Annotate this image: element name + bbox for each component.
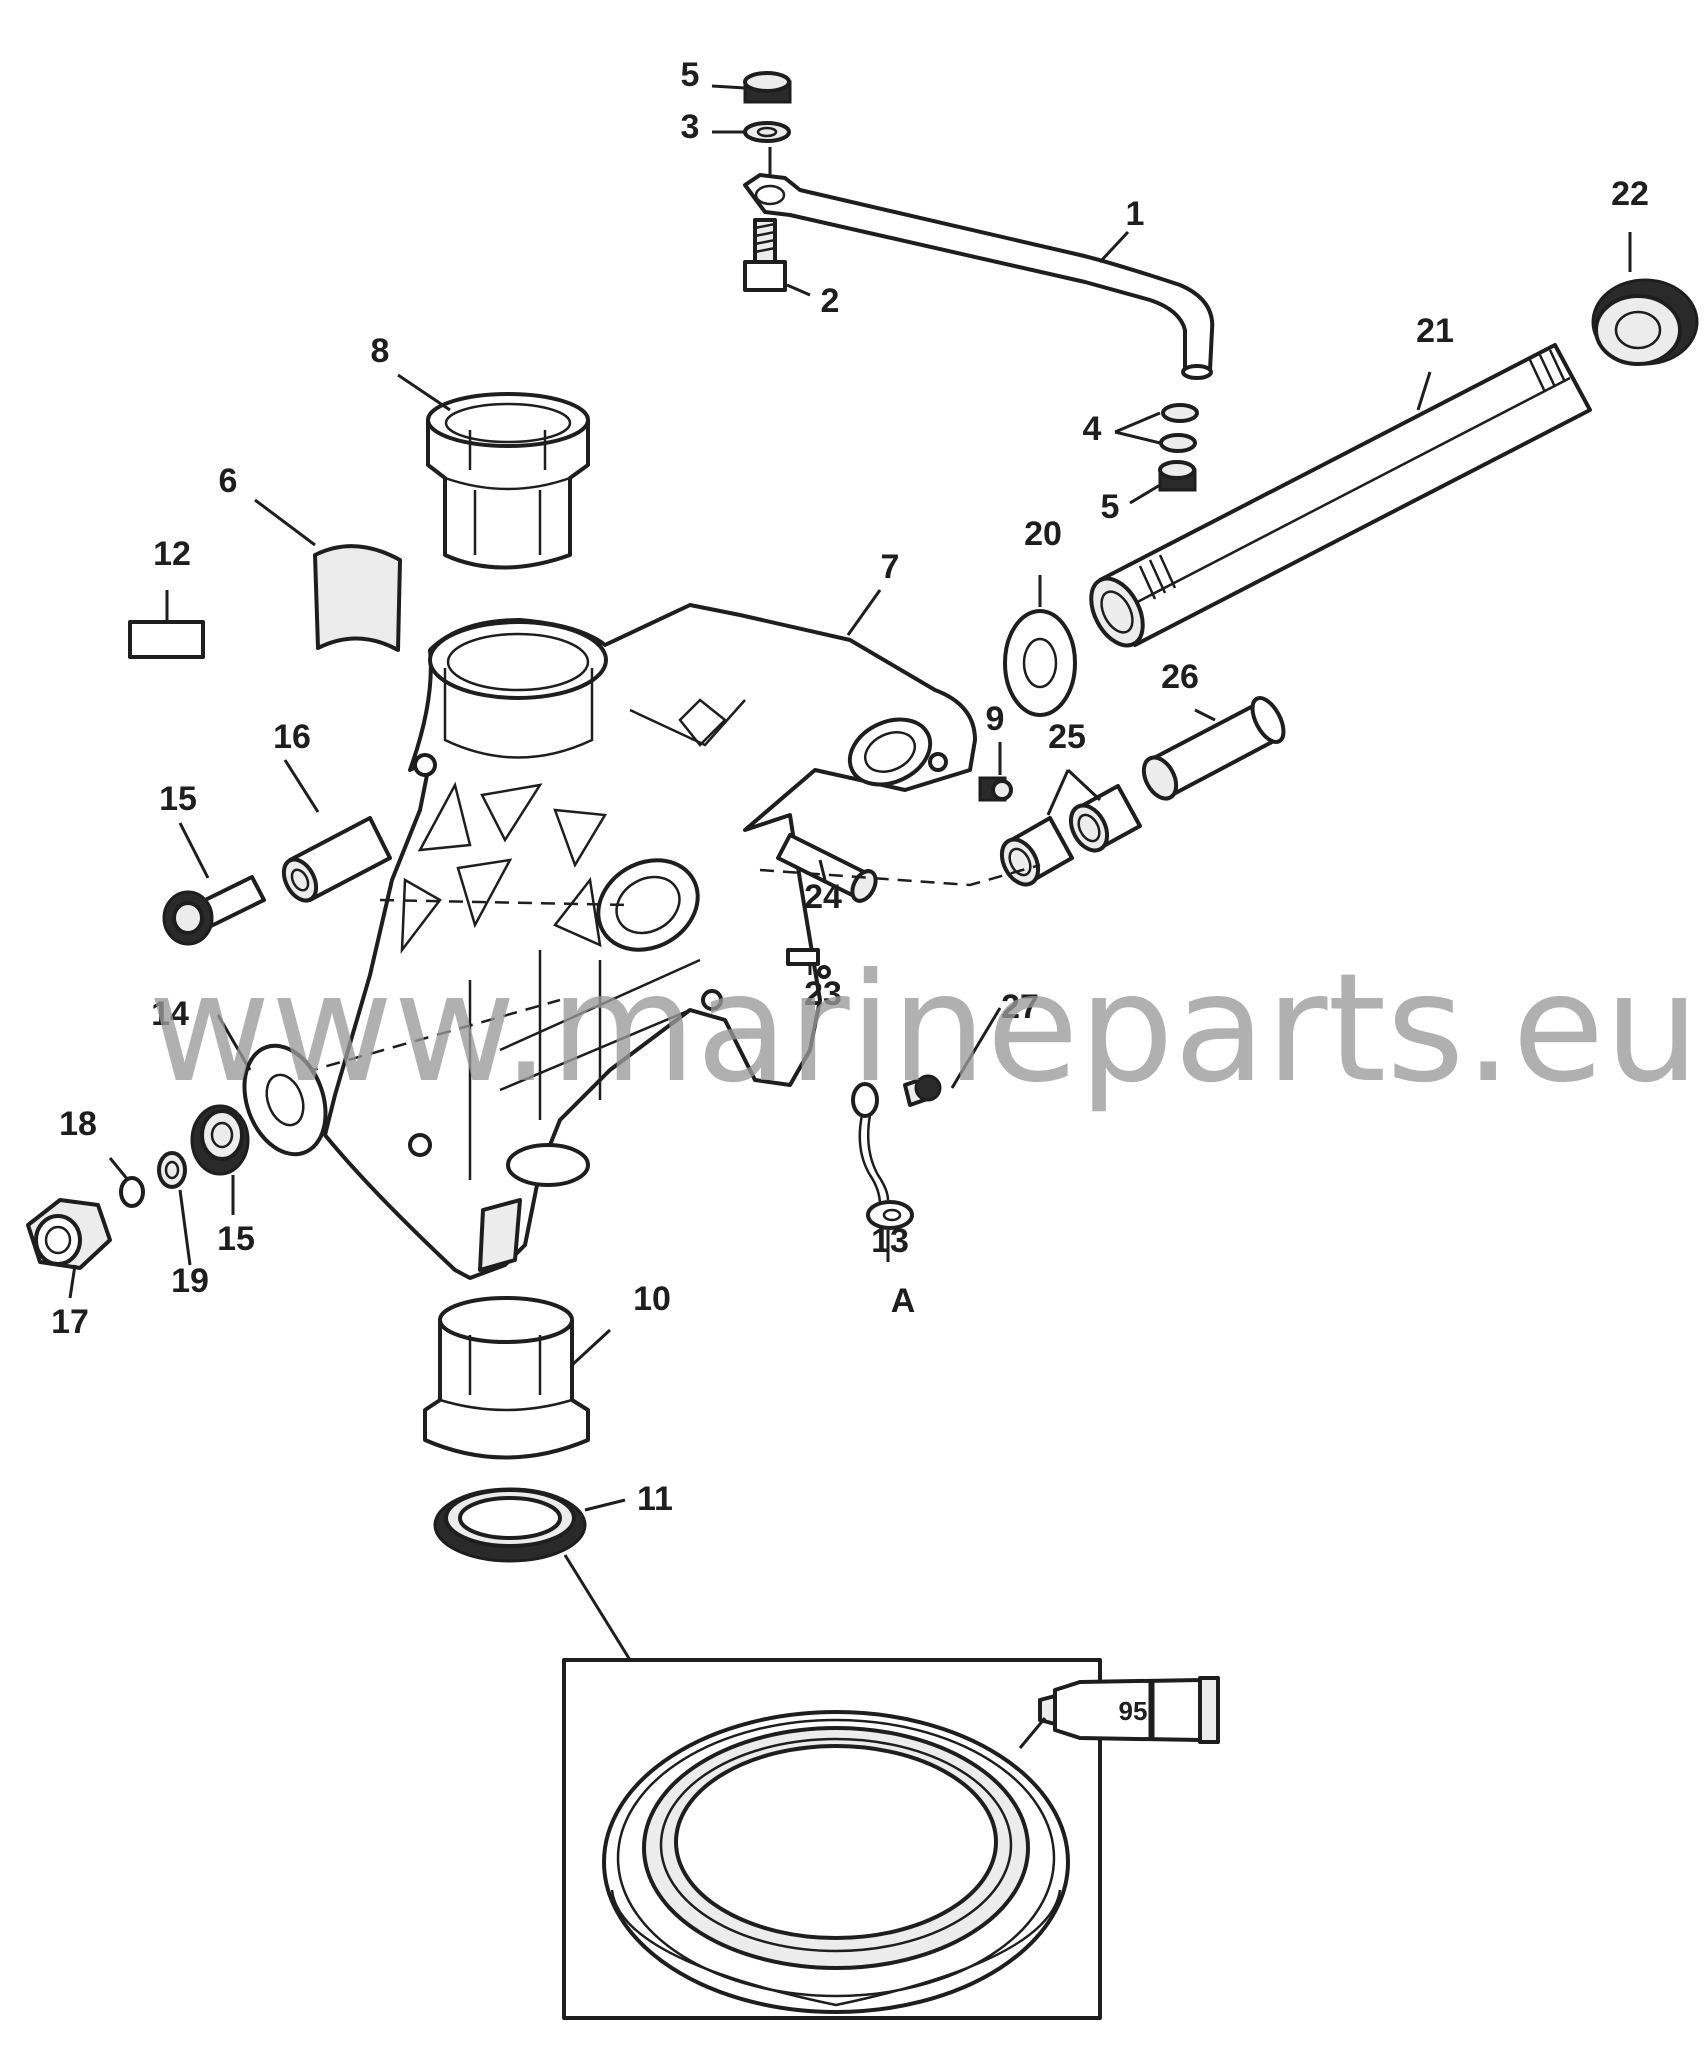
tilt-pin [1141, 696, 1286, 801]
link-rod-nut-top [743, 71, 792, 104]
callout-17: 17 [51, 1303, 89, 1341]
callout-18: 18 [59, 1105, 97, 1143]
lubricant-tube-icon: 95 [1038, 1676, 1220, 1744]
callout-13: 13 [871, 1222, 909, 1260]
lower-swivel-bushing [423, 1296, 590, 1460]
tilt-bushings [999, 784, 1142, 887]
callout-1: 1 [1126, 195, 1145, 233]
callout-2: 2 [821, 282, 840, 320]
callout-27: 27 [1001, 988, 1039, 1026]
tag [786, 948, 831, 979]
callout-24: 24 [804, 878, 842, 916]
callout-23: 23 [804, 975, 842, 1013]
callout-15-bottom: 15 [217, 1220, 255, 1258]
seal-detail-inset [562, 1658, 1102, 2020]
callout-21: 21 [1416, 312, 1454, 350]
upper-swivel-bushing [426, 392, 590, 570]
tilt-tube-nut [1591, 278, 1699, 366]
callout-22: 22 [1611, 175, 1649, 213]
callout-11: 11 [637, 1480, 673, 1518]
callout-25: 25 [1048, 718, 1086, 756]
link-rod-washer-top [743, 121, 791, 143]
swivel-seal [433, 1487, 587, 1563]
callout-5-bottom: 5 [1101, 488, 1120, 526]
tilt-tube [1089, 343, 1592, 648]
thrust-washer [1003, 609, 1077, 717]
decal [128, 620, 205, 659]
bracket-nut-lower [190, 1104, 250, 1176]
cap-nut [26, 1198, 112, 1270]
steering-link-rod [743, 173, 1215, 380]
link-rod-washers-bottom [1159, 403, 1199, 453]
callout-20: 20 [1024, 515, 1062, 553]
callout-6: 6 [219, 462, 238, 500]
detail-marker-a: A [891, 1282, 916, 1320]
callout-12: 12 [153, 535, 191, 573]
large-washer [242, 1043, 328, 1157]
callout-16: 16 [273, 718, 311, 756]
link-rod-nut-bottom [1158, 460, 1197, 492]
callout-8: 8 [371, 332, 390, 370]
callout-14: 14 [151, 995, 189, 1033]
callout-labels: 5 3 1 2 22 21 8 4 5 6 12 7 20 26 9 25 16… [51, 56, 1649, 1518]
ground-strap [851, 1082, 914, 1230]
leader-lines [68, 84, 1632, 1749]
swivel-pad [313, 544, 402, 652]
swivel-bracket [323, 603, 977, 1280]
bracket-bolt-upper [162, 875, 266, 946]
callout-3: 3 [681, 108, 700, 146]
small-spacer [157, 1151, 187, 1189]
callout-10: 10 [633, 1280, 671, 1318]
callout-5-top: 5 [681, 56, 700, 94]
ground-screw [903, 1074, 942, 1107]
callout-7: 7 [881, 548, 900, 586]
callout-19: 19 [171, 1262, 209, 1300]
callout-9: 9 [986, 700, 1005, 738]
spacer-tube [281, 816, 392, 903]
callout-4: 4 [1083, 410, 1102, 448]
callout-26: 26 [1161, 658, 1199, 696]
link-rod-bolt [743, 218, 787, 292]
link-pin [776, 833, 878, 903]
watermark: www.marineparts.eu [148, 942, 1700, 1116]
lubricant-code: 95 [1119, 1696, 1148, 1726]
o-ring [119, 1176, 145, 1208]
callout-15-top: 15 [159, 780, 197, 818]
grease-fitting [978, 776, 1013, 802]
